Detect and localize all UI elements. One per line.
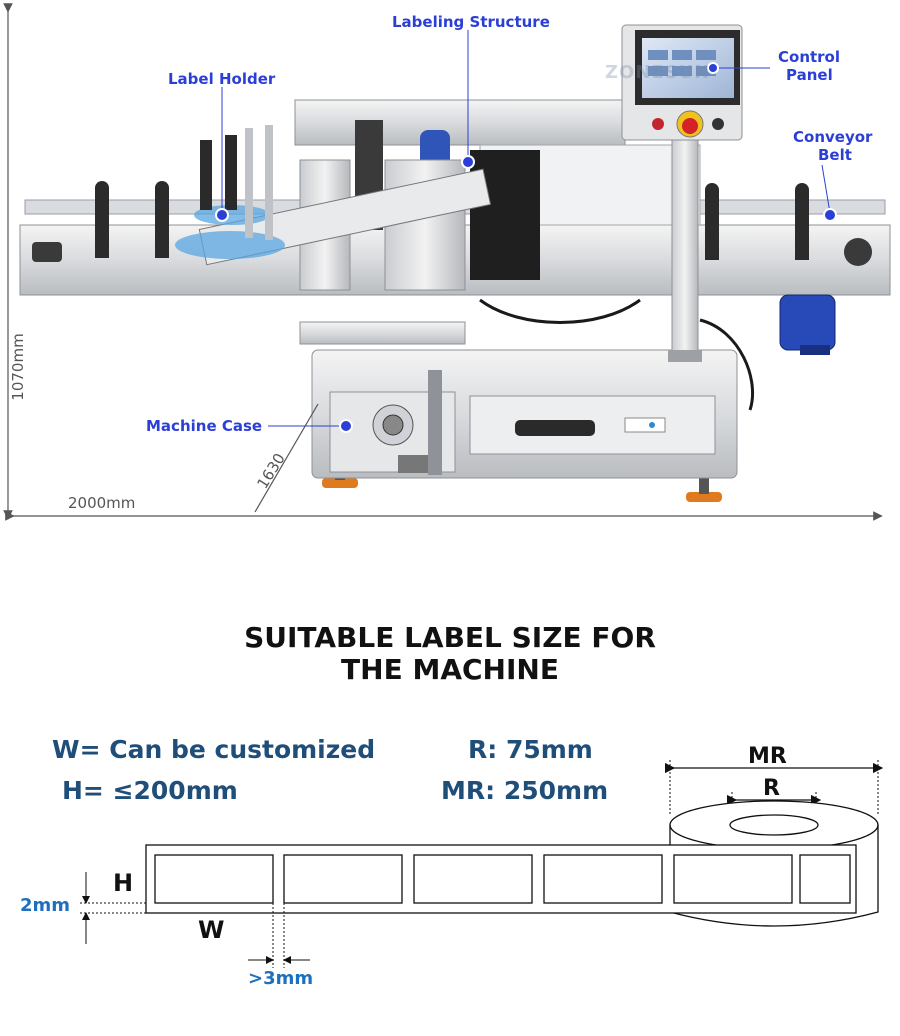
machine-case [299, 321, 738, 479]
machine-case-callout: Machine Case [146, 417, 263, 435]
control-panel-callout-line1: Control [778, 48, 841, 66]
label-roll-diagram [80, 760, 884, 968]
label-holder-callout: Label Holder [168, 70, 276, 88]
conveyor-belt-callout-line2: Belt [818, 146, 852, 164]
labeling-structure-callout: Labeling Structure [392, 13, 550, 31]
machine-illustration [3, 3, 891, 521]
height-dimension: 1070mm [9, 333, 27, 401]
diagram-2mm-label: 2mm [20, 895, 71, 916]
section-title-line2: THE MACHINE [341, 653, 559, 686]
section-title-line1: SUITABLE LABEL SIZE FOR [244, 621, 656, 654]
spec-max-roll: MR: 250mm [441, 776, 609, 805]
diagram-h-label: H [113, 869, 134, 897]
callout-lines [221, 30, 831, 427]
diagram-mr-label: MR [748, 744, 787, 769]
width-dimension: 2000mm [68, 494, 136, 512]
conveyor-motor [779, 294, 836, 355]
watermark: ZONESUN [605, 62, 711, 83]
control-panel-callout-line2: Panel [786, 66, 833, 84]
diagram-r-label: R [763, 776, 780, 801]
spec-width: W= Can be customized [52, 735, 376, 764]
callout-dots [215, 62, 837, 433]
conveyor-belt-callout-line1: Conveyor [793, 128, 873, 146]
spec-core-radius: R: 75mm [468, 735, 593, 764]
diagram-3mm-label: >3mm [248, 968, 314, 989]
labeling-frame [175, 99, 701, 291]
dimension-lines [3, 3, 883, 521]
diagram-w-label: W [198, 916, 225, 944]
spec-height: H= ≤200mm [62, 776, 238, 805]
